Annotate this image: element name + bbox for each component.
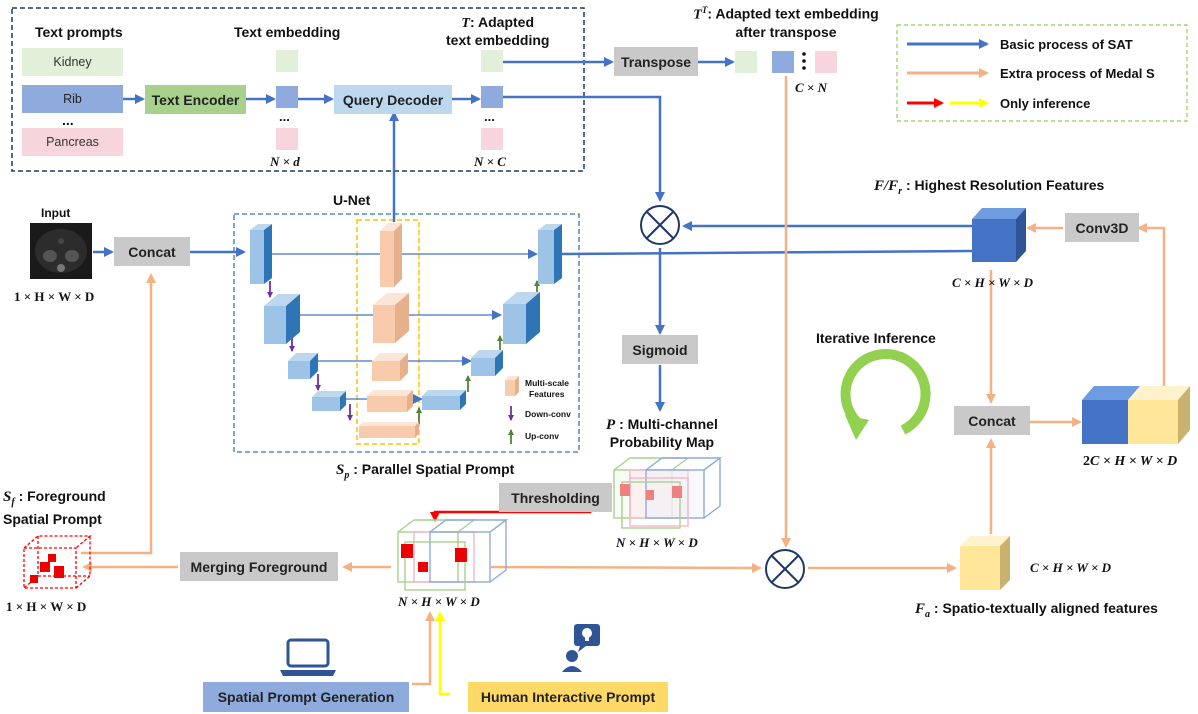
aligned-features-label: Fa : Spatio-textually aligned features [915,600,1158,620]
aligned-features-cube [960,536,1010,590]
merged-mask-cubes [397,518,509,591]
human-icon [562,624,600,672]
parallel-prompt-frame [356,219,420,445]
transposed-dim: C × N [795,80,827,95]
concat-output-block [1082,386,1190,444]
transposed-embedding-header: TT: Adapted text embedding after transpo… [693,5,879,40]
legend-medal: Extra process of Medal S [1000,66,1155,81]
merging-foreground-box: Merging Foreground [180,552,338,581]
thresholding-box: Thresholding [499,483,612,512]
highest-res-dim: C × H × W × D [952,275,1033,290]
input-label: Input [41,206,71,220]
text-embedding-dim: N × d [270,154,300,169]
query-decoder-box: Query Decoder [334,85,452,114]
unet-frame [233,213,580,453]
prompt-ellipsis: ... [62,112,74,128]
adapted-embedding-dim: N × C [474,154,506,169]
legend-inference: Only inference [1000,96,1091,111]
spatial-prompt-generation-box: Spatial Prompt Generation [203,682,409,712]
unet-legend-up: Up-conv [525,431,559,441]
text-branch-frame [11,7,585,172]
input-dim: 1 × H × W × D [14,289,95,304]
human-interactive-prompt-box: Human Interactive Prompt [468,682,668,712]
adapted-ellipsis: ... [484,109,495,124]
transpose-box: Transpose [614,47,698,76]
conv3d-box: Conv3D [1065,213,1139,242]
foreground-dim: 1 × H × W × D [6,599,87,614]
prompt-pancreas: Pancreas [22,128,123,156]
iterative-inference-label: Iterative Inference [816,330,936,346]
probability-map-label: P : Multi-channel Probability Map [606,416,718,450]
legend-frame [896,24,1188,122]
legend-sat: Basic process of SAT [1000,37,1133,52]
highest-res-cube [972,208,1026,262]
merge-cube-dim: N × H × W × D [398,594,480,609]
concat-output-dim: 2C × H × W × D [1083,454,1178,469]
text-encoder-box: Text Encoder [145,85,246,114]
laptop-icon [280,638,336,676]
probability-map-cubes [613,456,723,529]
highest-res-label: F/Fr : Highest Resolution Features [874,177,1105,197]
aligned-dim: C × H × W × D [1030,560,1111,575]
prompt-kidney: Kidney [22,48,123,76]
text-prompts-header: Text prompts [35,24,123,40]
concat-right-box: Concat [954,406,1030,435]
adapted-embedding-header: T: Adapted text embedding [446,14,550,48]
embedding-ellipsis: ... [279,109,290,124]
sigmoid-box: Sigmoid [622,335,698,364]
text-embedding-header: Text embedding [234,24,341,40]
parallel-spatial-prompt-caption: Sp : Parallel Spatial Prompt [336,461,515,481]
unet-title: U-Net [333,192,371,208]
concat-left-box: Concat [114,237,190,266]
probability-map-dim: N × H × W × D [616,535,698,550]
unet-legend-down: Down-conv [525,409,571,419]
unet-blocks [250,223,562,438]
foreground-prompt-label: Sf : Foreground Spatial Prompt [3,488,106,527]
prompt-rib: Rib [22,85,123,113]
